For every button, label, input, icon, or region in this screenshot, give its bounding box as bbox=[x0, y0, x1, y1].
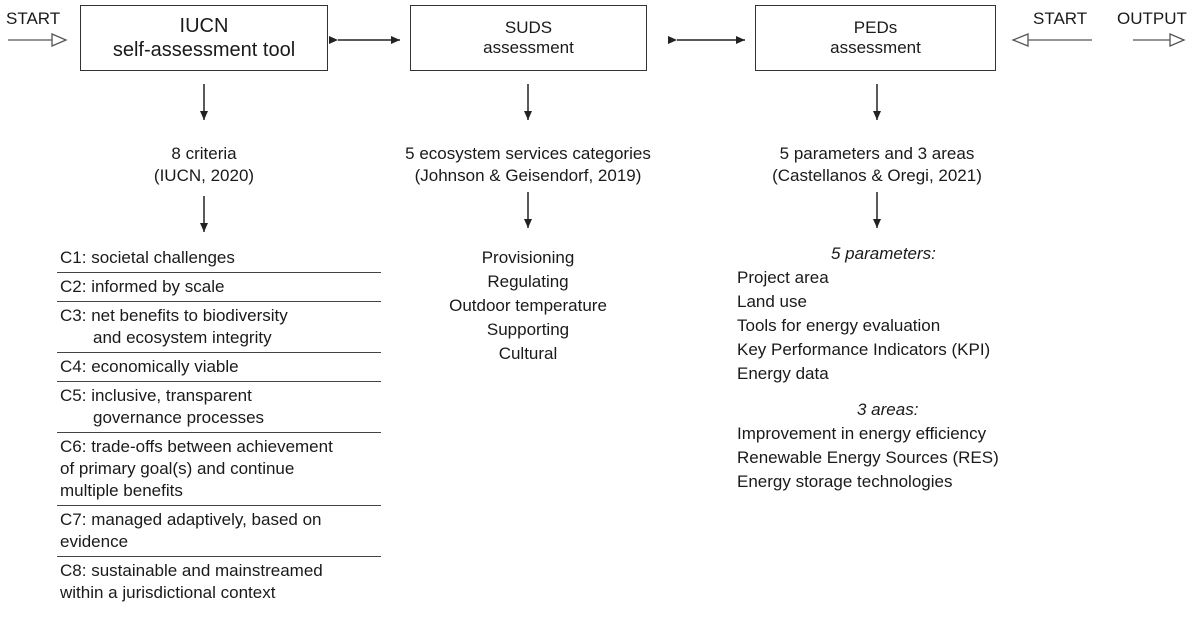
start-right-arrow bbox=[1011, 33, 1092, 47]
peds-box-title: PEDs bbox=[853, 17, 898, 37]
area-item: Renewable Energy Sources (RES) bbox=[737, 448, 999, 467]
criterion-text: trade-offs between achievement bbox=[91, 437, 333, 456]
iucn-summary-line2: (IUCN, 2020) bbox=[153, 166, 255, 185]
area-item: Energy storage technologies bbox=[737, 472, 953, 491]
criterion-text: economically viable bbox=[91, 357, 239, 376]
peds-summary-line1: 5 parameters and 3 areas bbox=[779, 144, 975, 163]
parameters-list: Project area Land use Tools for energy e… bbox=[737, 266, 1057, 386]
suds-summary: 5 ecosystem services categories (Johnson… bbox=[368, 143, 688, 187]
criterion-text: net benefits to biodiversity bbox=[91, 306, 288, 325]
category-item: Regulating bbox=[487, 272, 569, 291]
iucn-box-subtitle: self-assessment tool bbox=[112, 39, 296, 61]
criterion-item: C5: inclusive, transparent governance pr… bbox=[57, 382, 381, 433]
criterion-code: C8: bbox=[60, 561, 87, 580]
start-right-label: START bbox=[1033, 9, 1088, 28]
parameter-item: Key Performance Indicators (KPI) bbox=[737, 340, 991, 359]
criterion-text: managed adaptively, based on bbox=[91, 510, 322, 529]
output-arrow bbox=[1133, 33, 1186, 47]
iucn-box-title: IUCN bbox=[179, 15, 229, 37]
suds-box-subtitle: assessment bbox=[483, 38, 574, 57]
suds-box-title: SUDS bbox=[504, 17, 553, 37]
category-item: Cultural bbox=[498, 344, 558, 363]
criterion-text: sustainable and mainstreamed bbox=[91, 561, 323, 580]
areas-heading: 3 areas: bbox=[857, 400, 919, 419]
category-item: Provisioning bbox=[481, 248, 575, 267]
suds-summary-line1: 5 ecosystem services categories bbox=[405, 144, 651, 163]
parameter-item: Project area bbox=[737, 268, 829, 287]
category-item: Outdoor temperature bbox=[449, 296, 607, 315]
criterion-item: C6: trade-offs between achievement of pr… bbox=[57, 433, 381, 506]
suds-summary-line2: (Johnson & Geisendorf, 2019) bbox=[414, 166, 642, 185]
criterion-item: C8: sustainable and mainstreamed within … bbox=[57, 557, 381, 607]
category-item: Supporting bbox=[486, 320, 570, 339]
area-item: Improvement in energy efficiency bbox=[737, 424, 987, 443]
criterion-text-continued-2: multiple benefits bbox=[60, 481, 183, 500]
criterion-text-continued: and ecosystem integrity bbox=[93, 328, 272, 347]
start-left-label: START bbox=[6, 9, 61, 28]
criterion-item: C3: net benefits to biodiversity and eco… bbox=[57, 302, 381, 353]
peds-summary-line2: (Castellanos & Oregi, 2021) bbox=[772, 166, 982, 185]
criterion-code: C7: bbox=[60, 510, 87, 529]
parameter-item: Land use bbox=[737, 292, 807, 311]
criterion-text-continued: evidence bbox=[60, 532, 129, 551]
iucn-box: IUCN self-assessment tool bbox=[80, 5, 328, 71]
criterion-code: C2: bbox=[60, 277, 87, 296]
suds-box: SUDS assessment bbox=[410, 5, 647, 71]
peds-box-subtitle: assessment bbox=[830, 38, 921, 57]
parameter-item: Tools for energy evaluation bbox=[737, 316, 941, 335]
criterion-text-continued: of primary goal(s) and continue bbox=[60, 459, 295, 478]
criterion-code: C3: bbox=[60, 306, 87, 325]
iucn-summary-line1: 8 criteria bbox=[171, 144, 237, 163]
criterion-item: C7: managed adaptively, based on evidenc… bbox=[57, 506, 381, 557]
criterion-code: C4: bbox=[60, 357, 87, 376]
parameter-item: Energy data bbox=[737, 364, 829, 383]
peds-details: 5 parameters: Project area Land use Tool… bbox=[737, 242, 1057, 494]
start-left-arrow bbox=[8, 33, 68, 47]
criterion-text: informed by scale bbox=[91, 277, 225, 296]
peds-summary: 5 parameters and 3 areas (Castellanos & … bbox=[727, 143, 1027, 187]
iucn-summary: 8 criteria (IUCN, 2020) bbox=[104, 143, 304, 187]
criterion-item: C4: economically viable bbox=[57, 353, 381, 382]
ecosystem-categories-list: Provisioning Regulating Outdoor temperat… bbox=[408, 246, 648, 366]
peds-box: PEDs assessment bbox=[755, 5, 996, 71]
criterion-code: C1: bbox=[60, 248, 87, 267]
areas-list: Improvement in energy efficiency Renewab… bbox=[737, 422, 1057, 494]
criterion-text-continued: governance processes bbox=[93, 408, 265, 427]
parameters-heading: 5 parameters: bbox=[831, 244, 936, 263]
criterion-text-continued: within a jurisdictional context bbox=[60, 583, 276, 602]
criterion-text: inclusive, transparent bbox=[91, 386, 252, 405]
criterion-code: C5: bbox=[60, 386, 87, 405]
criterion-text: societal challenges bbox=[91, 248, 235, 267]
criterion-code: C6: bbox=[60, 437, 87, 456]
criterion-item: C1: societal challenges bbox=[57, 244, 381, 273]
criteria-list: C1: societal challenges C2: informed by … bbox=[57, 244, 381, 607]
criterion-item: C2: informed by scale bbox=[57, 273, 381, 302]
output-label: OUTPUT bbox=[1117, 9, 1187, 28]
